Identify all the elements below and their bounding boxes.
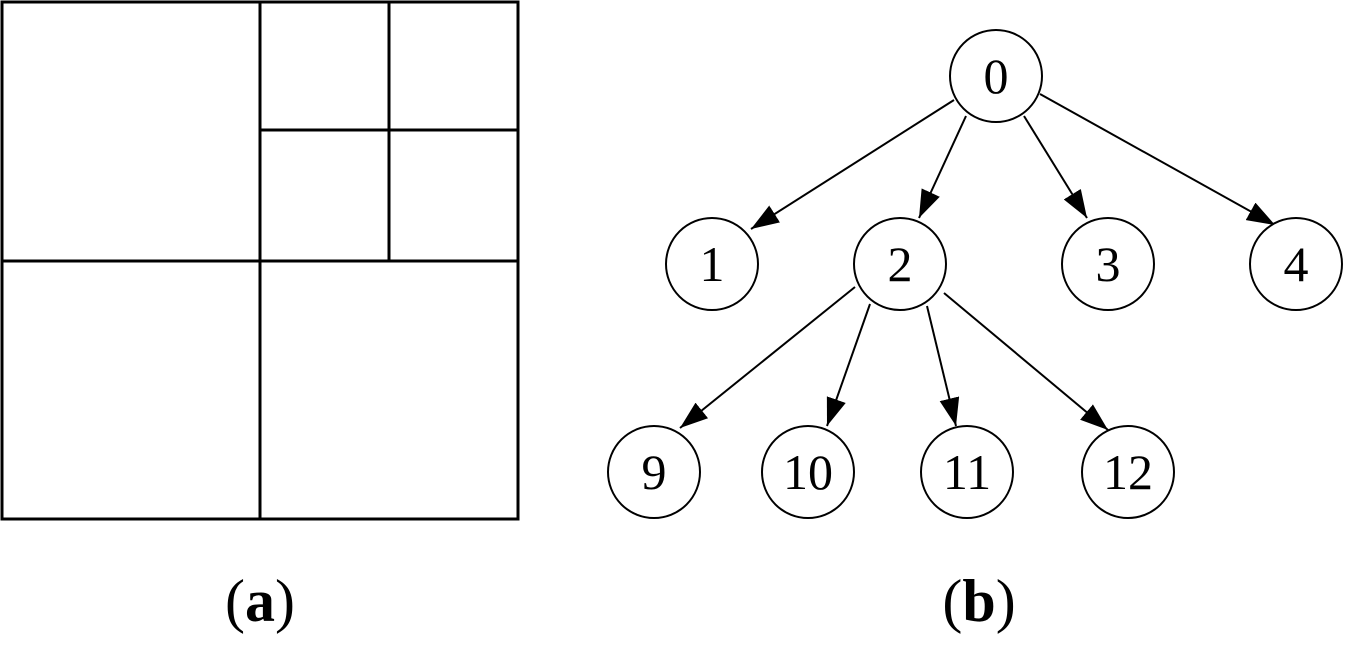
node-label: 11 [943, 444, 991, 500]
caption-a-open-paren: ( [225, 568, 245, 634]
edge-2-11 [926, 305, 960, 427]
tree-nodes: 0 1 2 3 4 9 10 11 [607, 29, 1343, 519]
caption-b-letter: b [962, 568, 996, 634]
tree-edges [679, 93, 1276, 431]
tree-node-11: 11 [920, 425, 1014, 519]
node-label: 1 [700, 236, 725, 292]
tree-node-12: 12 [1081, 425, 1175, 519]
node-label: 10 [783, 444, 833, 500]
caption-b-open-paren: ( [942, 568, 963, 634]
edge-0-1 [750, 99, 955, 230]
tree-node-3: 3 [1061, 217, 1155, 311]
tree-node-2: 2 [853, 217, 947, 311]
edge-0-2 [918, 115, 967, 219]
tree-node-0: 0 [949, 29, 1043, 123]
tree-node-4: 4 [1249, 217, 1343, 311]
caption-a: (a) [225, 566, 295, 636]
node-label: 3 [1096, 236, 1121, 292]
tree-node-1: 1 [665, 217, 759, 311]
node-label: 2 [888, 236, 913, 292]
edge-0-3 [1023, 115, 1088, 219]
tree-node-9: 9 [607, 425, 701, 519]
caption-a-letter: a [245, 568, 275, 634]
edge-2-10 [826, 303, 871, 427]
figure-canvas: 0 1 2 3 4 9 10 11 [0, 0, 1343, 521]
node-label: 4 [1284, 236, 1309, 292]
edge-2-12 [943, 292, 1109, 431]
caption-a-close-paren: ) [275, 568, 295, 634]
tree-node-10: 10 [761, 425, 855, 519]
quadtree-partition [0, 0, 520, 521]
edge-2-9 [679, 286, 856, 429]
edge-0-4 [1039, 93, 1276, 226]
caption-b-close-paren: ) [995, 568, 1016, 634]
node-label: 0 [984, 48, 1009, 104]
node-label: 12 [1103, 444, 1153, 500]
caption-b: (b) [942, 566, 1015, 636]
node-label: 9 [642, 444, 667, 500]
